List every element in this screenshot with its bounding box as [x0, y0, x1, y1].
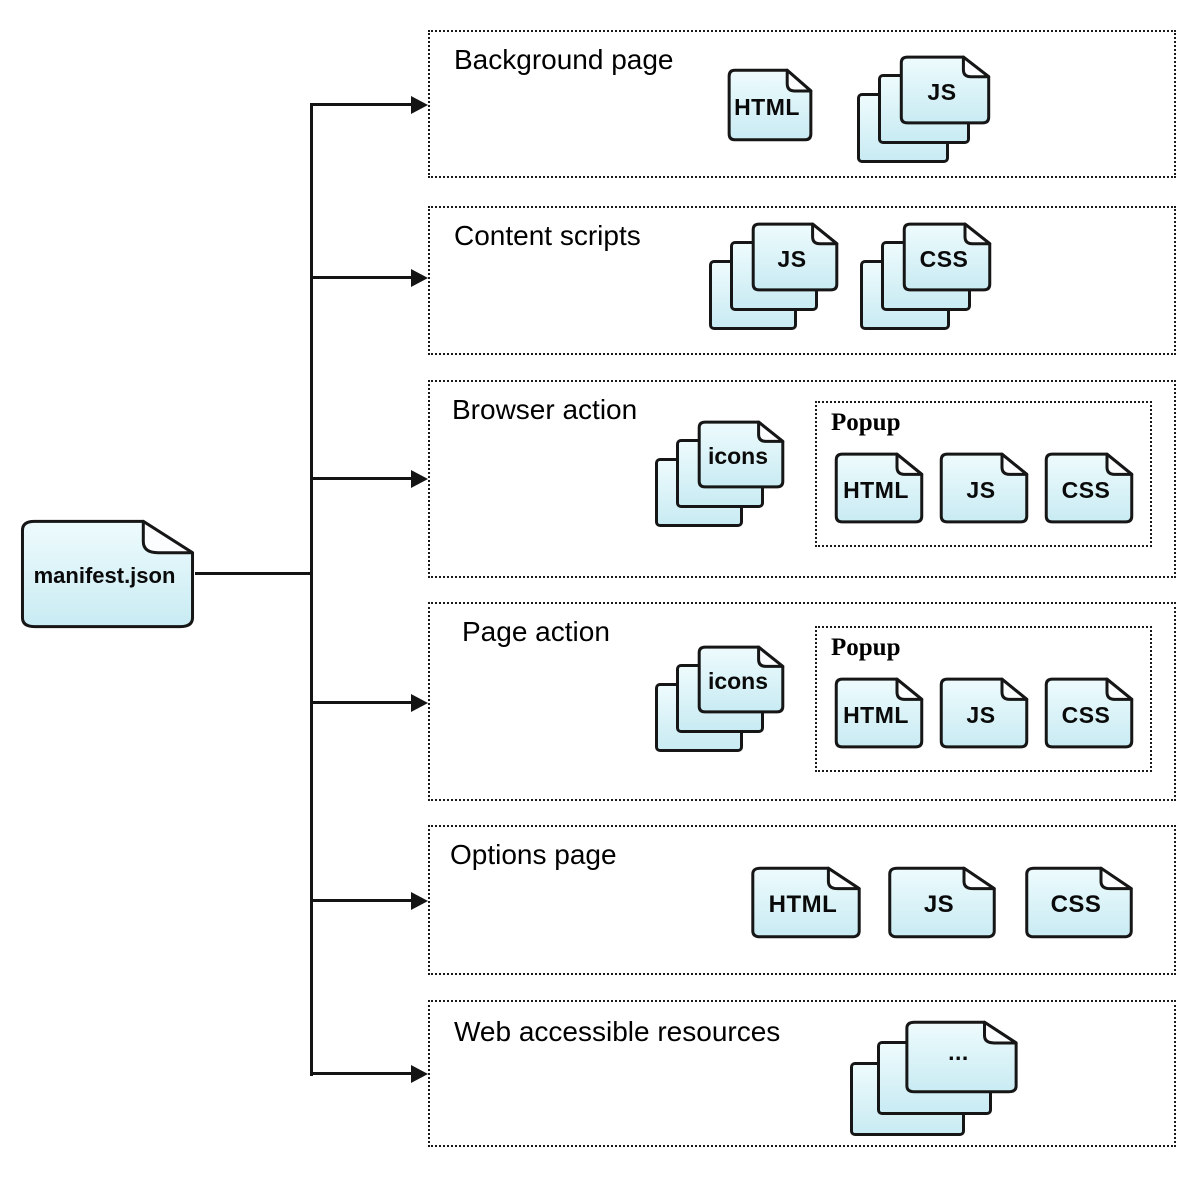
file-icon-html: HTML: [727, 68, 813, 142]
file-icon-css: CSS: [1044, 677, 1134, 749]
branch-line-page-action: [310, 701, 412, 704]
file-icon-js: JS: [939, 452, 1029, 524]
file-label: CSS: [1061, 476, 1111, 503]
section-background-page: Background page HTML JS: [428, 30, 1176, 178]
file-label: HTML: [843, 701, 909, 728]
file-label: CSS: [1061, 701, 1111, 728]
popup-box: Popup HTML JS CSS: [815, 626, 1152, 772]
connector-manifest: [195, 572, 313, 575]
popup-box: Popup HTML JS CSS: [815, 401, 1152, 547]
file-icon-js: JS: [887, 866, 997, 939]
section-title: Background page: [454, 44, 674, 75]
file-label: JS: [777, 245, 807, 272]
section-content-scripts: Content scripts JS CSS: [428, 206, 1176, 355]
popup-title: Popup: [831, 634, 901, 661]
file-label: icons: [707, 668, 769, 694]
file-icon-more: ...: [904, 1020, 1019, 1094]
file-icon-css: CSS: [1044, 452, 1134, 524]
section-browser-action: Browser action icons Popup HTML JS CSS: [428, 380, 1176, 578]
file-label: JS: [966, 476, 996, 503]
arrowhead-icon: [411, 693, 428, 712]
branch-line-background: [310, 103, 412, 106]
arrowhead-icon: [411, 469, 428, 488]
file-icon-html: HTML: [750, 866, 862, 939]
popup-title: Popup: [831, 409, 901, 436]
file-label: JS: [966, 701, 996, 728]
manifest-node: manifest.json: [18, 518, 197, 630]
file-stack-css: CSS: [860, 222, 992, 330]
branch-line-content: [310, 276, 412, 279]
file-stack-resources: ...: [850, 1020, 1019, 1136]
file-label: icons: [707, 443, 769, 469]
file-icon-html: HTML: [834, 677, 924, 749]
file-label: HTML: [734, 93, 800, 120]
file-label: CSS: [1050, 890, 1102, 918]
file-icon-js: JS: [751, 222, 839, 292]
file-label: HTML: [768, 890, 838, 918]
file-label: HTML: [843, 476, 909, 503]
section-title: Options page: [450, 839, 617, 870]
file-label: ...: [948, 1038, 969, 1065]
file-stack-icons: icons: [655, 645, 785, 752]
file-icon-js: JS: [899, 55, 991, 125]
section-title: Browser action: [452, 394, 638, 425]
file-stack-js: JS: [709, 222, 839, 330]
file-icon-js: JS: [939, 677, 1029, 749]
file-icon-css: CSS: [1024, 866, 1134, 939]
branch-line-options: [310, 899, 412, 902]
arrowhead-icon: [411, 95, 428, 114]
branch-line-browser-action: [310, 477, 412, 480]
arrowhead-icon: [411, 1064, 428, 1083]
branch-line-web-resources: [310, 1072, 412, 1075]
file-icon-icons: icons: [697, 645, 785, 714]
file-stack-js: JS: [857, 55, 991, 163]
file-stack-icons: icons: [655, 420, 785, 527]
document-shape-icon: [18, 518, 197, 630]
file-icon-icons: icons: [697, 420, 785, 489]
file-label: JS: [927, 78, 957, 105]
file-icon-html: HTML: [834, 452, 924, 524]
arrowhead-icon: [411, 268, 428, 287]
section-title: Web accessible resources: [454, 1016, 781, 1047]
section-title: Page action: [462, 616, 610, 647]
section-web-accessible-resources: Web accessible resources ...: [428, 1000, 1176, 1147]
manifest-label: manifest.json: [33, 563, 176, 588]
connector-trunk: [310, 103, 313, 1076]
file-icon-css: CSS: [902, 222, 992, 292]
section-options-page: Options page HTML JS CSS: [428, 825, 1176, 975]
arrowhead-icon: [411, 891, 428, 910]
section-title: Content scripts: [454, 220, 641, 251]
file-label: JS: [923, 890, 955, 918]
file-label: CSS: [919, 245, 969, 272]
section-page-action: Page action icons Popup HTML JS CSS: [428, 602, 1176, 801]
